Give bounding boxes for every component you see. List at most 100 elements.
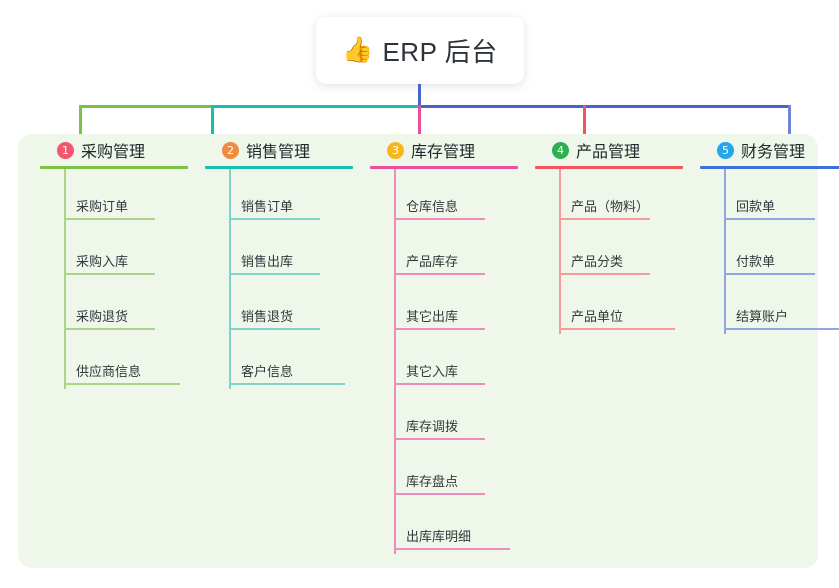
leaf-rule: [229, 218, 320, 220]
leaf-label: 产品单位: [571, 309, 624, 324]
leaf-label: 库存盘点: [406, 474, 459, 489]
leaf-node[interactable]: 产品库存: [370, 224, 518, 279]
leaf-rule: [394, 328, 485, 330]
leaf-label: 其它出库: [406, 309, 459, 324]
leaf-node[interactable]: 仓库信息: [370, 169, 518, 224]
leaf-node[interactable]: 其它入库: [370, 334, 518, 389]
branch-header-rule: [370, 166, 518, 169]
leaf-node[interactable]: 销售订单: [205, 169, 353, 224]
branch-title: 产品管理: [576, 144, 641, 161]
leaf-rule: [394, 493, 485, 495]
leaf-label: 采购入库: [76, 254, 129, 269]
leaf-node[interactable]: 出库库明细: [370, 499, 518, 554]
leaf-rule: [64, 218, 155, 220]
branch-leaf-list: 产品（物料） 产品分类产品单位: [535, 169, 683, 334]
branch-header-3[interactable]: 3 库存管理: [370, 134, 518, 166]
leaf-node[interactable]: 客户信息: [205, 334, 353, 389]
leaf-rule: [229, 383, 345, 385]
branch-leaf-list: 销售订单销售出库销售退货客户信息: [205, 169, 353, 389]
leaf-rule: [64, 273, 155, 275]
connector-drop-4: [583, 105, 586, 140]
branch-spine: [229, 169, 231, 389]
branch-header-rule: [535, 166, 683, 169]
branch-spine: [64, 169, 66, 389]
branch-header-rule: [700, 166, 839, 169]
branch-leaf-list: 仓库信息产品库存其它出库其它入库库存调拨库存盘点出库库明细: [370, 169, 518, 554]
connector-drop-2: [211, 105, 214, 140]
branch-header-1[interactable]: 1 采购管理: [40, 134, 188, 166]
branch-number-badge: 3: [387, 141, 404, 159]
branch-header-4[interactable]: 4 产品管理: [535, 134, 683, 166]
leaf-label: 仓库信息: [406, 199, 459, 214]
leaf-node[interactable]: 采购订单: [40, 169, 188, 224]
branch-leaf-list: 回款单付款单结算账户: [700, 169, 839, 334]
leaf-label: 其它入库: [406, 364, 459, 379]
leaf-node[interactable]: 产品（物料）: [535, 169, 683, 224]
branch-header-rule: [40, 166, 188, 169]
leaf-rule: [229, 328, 320, 330]
leaf-node[interactable]: 库存盘点: [370, 444, 518, 499]
branch-number-badge: 1: [57, 141, 74, 159]
leaf-node[interactable]: 销售退货: [205, 279, 353, 334]
leaf-rule: [394, 273, 485, 275]
leaf-node[interactable]: 回款单: [700, 169, 839, 224]
leaf-label: 客户信息: [241, 364, 294, 379]
leaf-node[interactable]: 其它出库: [370, 279, 518, 334]
connector-drop-1: [79, 105, 82, 140]
leaf-rule: [229, 273, 320, 275]
connector-drop-3: [418, 105, 421, 140]
leaf-node[interactable]: 库存调拨: [370, 389, 518, 444]
root-node[interactable]: 👍 ERP 后台: [316, 17, 524, 84]
connector-trunk-vertical: [418, 84, 421, 107]
leaf-rule: [724, 328, 839, 330]
branch-header-5[interactable]: 5 财务管理: [700, 134, 839, 166]
leaf-rule: [64, 328, 155, 330]
branch-number-badge: 4: [552, 141, 569, 159]
leaf-label: 产品库存: [406, 254, 459, 269]
leaf-node[interactable]: 结算账户: [700, 279, 839, 334]
branch-title: 库存管理: [411, 144, 476, 161]
leaf-rule: [394, 383, 485, 385]
leaf-label: 供应商信息: [76, 364, 142, 379]
branch-title: 采购管理: [81, 144, 146, 161]
leaf-rule: [394, 218, 485, 220]
leaf-label: 采购订单: [76, 199, 129, 214]
leaf-rule: [394, 438, 485, 440]
leaf-node[interactable]: 产品单位: [535, 279, 683, 334]
leaf-rule: [394, 548, 510, 550]
branch-column: 1 采购管理采购订单采购入库采购退货供应商信息: [40, 134, 188, 389]
leaf-node[interactable]: 采购入库: [40, 224, 188, 279]
leaf-label: 出库库明细: [406, 529, 472, 544]
leaf-node[interactable]: 销售出库: [205, 224, 353, 279]
leaf-label: 产品（物料）: [571, 199, 650, 214]
leaf-node[interactable]: 付款单: [700, 224, 839, 279]
branch-leaf-list: 采购订单采购入库采购退货供应商信息: [40, 169, 188, 389]
root-title: ERP 后台: [382, 37, 498, 67]
leaf-label: 产品分类: [571, 254, 624, 269]
connector-bus-green: [79, 105, 211, 108]
leaf-node[interactable]: 产品分类: [535, 224, 683, 279]
leaf-label: 库存调拨: [406, 419, 459, 434]
leaf-label: 销售退货: [241, 309, 294, 324]
branch-column: 3 库存管理仓库信息产品库存其它出库其它入库库存调拨库存盘点出库库明细: [370, 134, 518, 554]
branch-spine: [724, 169, 726, 334]
leaf-rule: [64, 383, 180, 385]
leaf-label: 付款单: [736, 254, 776, 269]
leaf-label: 采购退货: [76, 309, 129, 324]
branch-number-badge: 5: [717, 141, 734, 159]
branch-header-rule: [205, 166, 353, 169]
connector-bus-blue: [418, 105, 791, 108]
leaf-rule: [559, 328, 675, 330]
branch-spine: [559, 169, 561, 334]
thumbs-up-icon: 👍: [342, 36, 374, 64]
leaf-label: 销售出库: [241, 254, 294, 269]
leaf-node[interactable]: 采购退货: [40, 279, 188, 334]
leaf-node[interactable]: 供应商信息: [40, 334, 188, 389]
leaf-rule: [724, 218, 815, 220]
leaf-rule: [724, 273, 815, 275]
branch-title: 财务管理: [741, 144, 806, 161]
leaf-rule: [559, 273, 650, 275]
